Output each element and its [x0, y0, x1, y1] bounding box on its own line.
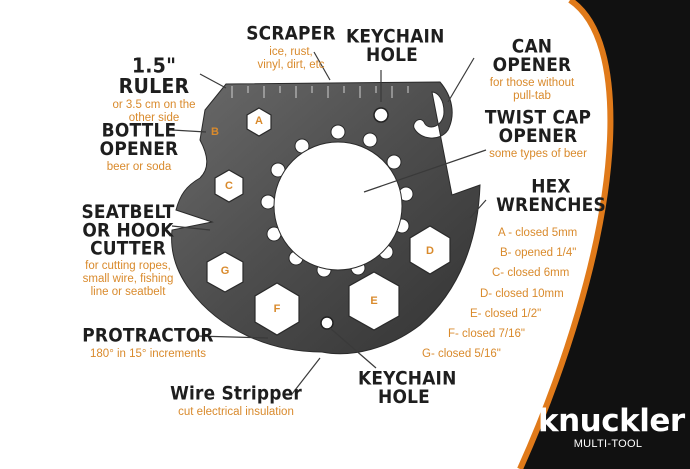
keychain-bottom-title: KEYCHAIN HOLE: [358, 368, 457, 409]
hex-size-item: A - closed 5mm: [498, 227, 578, 239]
brand-panel-swoosh: [517, 0, 614, 469]
label-can-opener: CAN OPENER for those without pull-tab: [472, 36, 592, 103]
wire-stripper-sub: cut electrical insulation: [178, 406, 294, 418]
protractor-title: PROTRACTOR: [82, 325, 214, 347]
tool-letter-c: C: [225, 180, 233, 192]
ruler-title: 1.5" RULER: [118, 54, 190, 99]
scraper-title: SCRAPER: [246, 23, 336, 45]
keychain-hole-bottom: [320, 316, 334, 330]
keychain-top-title: KEYCHAIN HOLE: [346, 26, 445, 67]
label-scraper: SCRAPER ice, rust, vinyl, dirt, etc: [236, 23, 346, 72]
bottle-opener-sub: beer or soda: [106, 161, 172, 173]
hex-size-item: F- closed 7/16": [448, 327, 525, 340]
hex-holes: [206, 107, 451, 336]
tool-letter-a: A: [255, 115, 263, 127]
label-protractor: PROTRACTOR 180° in 15° increments: [78, 325, 218, 361]
protractor-sub: 180° in 15° increments: [90, 348, 206, 360]
tool-letter-f: F: [273, 303, 281, 315]
brand-name: knuckler: [538, 403, 685, 439]
tool-letter-b: B: [211, 126, 219, 138]
tool-letter-e: E: [370, 295, 378, 307]
brand-panel: [520, 0, 690, 469]
hex-size-item: G- closed 5/16": [422, 348, 501, 361]
twist-cap-title: TWIST CAP OPENER: [484, 107, 592, 148]
hex-size-item: B- opened 1/4": [500, 247, 577, 260]
hex-size-list: A - closed 5mm B- opened 1/4" C- closed …: [422, 223, 584, 364]
label-keychain-bottom: KEYCHAIN HOLE: [358, 368, 457, 409]
can-opener-sub: for those without pull-tab: [489, 77, 575, 102]
bottle-opener-title: BOTTLE OPENER: [99, 120, 179, 161]
hex-size-item: C- closed 6mm: [492, 267, 570, 280]
hex-size-item: D- closed 10mm: [480, 287, 564, 300]
label-seatbelt: SEATBELT OR HOOK CUTTER for cutting rope…: [74, 201, 182, 299]
seatbelt-sub: for cutting ropes, small wire, fishing l…: [82, 260, 174, 298]
ruler-ticks: [231, 86, 409, 98]
twist-cap-hole: [273, 141, 403, 271]
hex-wrenches-title: HEX WRENCHES: [496, 176, 606, 217]
tool-letter-d: D: [426, 245, 434, 257]
seatbelt-title: SEATBELT OR HOOK CUTTER: [81, 201, 175, 261]
label-bottle-opener: BOTTLE OPENER beer or soda: [94, 120, 184, 174]
label-wire-stripper: Wire Stripper cut electrical insulation: [166, 383, 306, 419]
ruler-sub: or 3.5 cm on the other side: [112, 99, 196, 124]
twist-cap-sub: some types of beer: [489, 148, 587, 160]
leader-lines: [171, 51, 487, 395]
label-twist-cap: TWIST CAP OPENER some types of beer: [478, 107, 598, 161]
brand-logo: knuckler MULTI-TOOL: [538, 403, 685, 451]
scraper-sub: ice, rust, vinyl, dirt, etc: [257, 46, 325, 71]
label-keychain-top: KEYCHAIN HOLE: [346, 26, 445, 67]
can-opener-title: CAN OPENER: [492, 36, 572, 77]
label-hex-wrenches: HEX WRENCHES: [496, 176, 606, 217]
brand-sub: MULTI-TOOL: [573, 438, 643, 450]
wire-stripper-title: Wire Stripper: [170, 383, 302, 405]
label-ruler: 1.5" RULER or 3.5 cm on the other side: [96, 54, 212, 125]
keychain-hole-top: [373, 107, 389, 123]
hex-size-item: E- closed 1/2": [470, 307, 542, 320]
tool-letter-g: G: [220, 265, 230, 277]
